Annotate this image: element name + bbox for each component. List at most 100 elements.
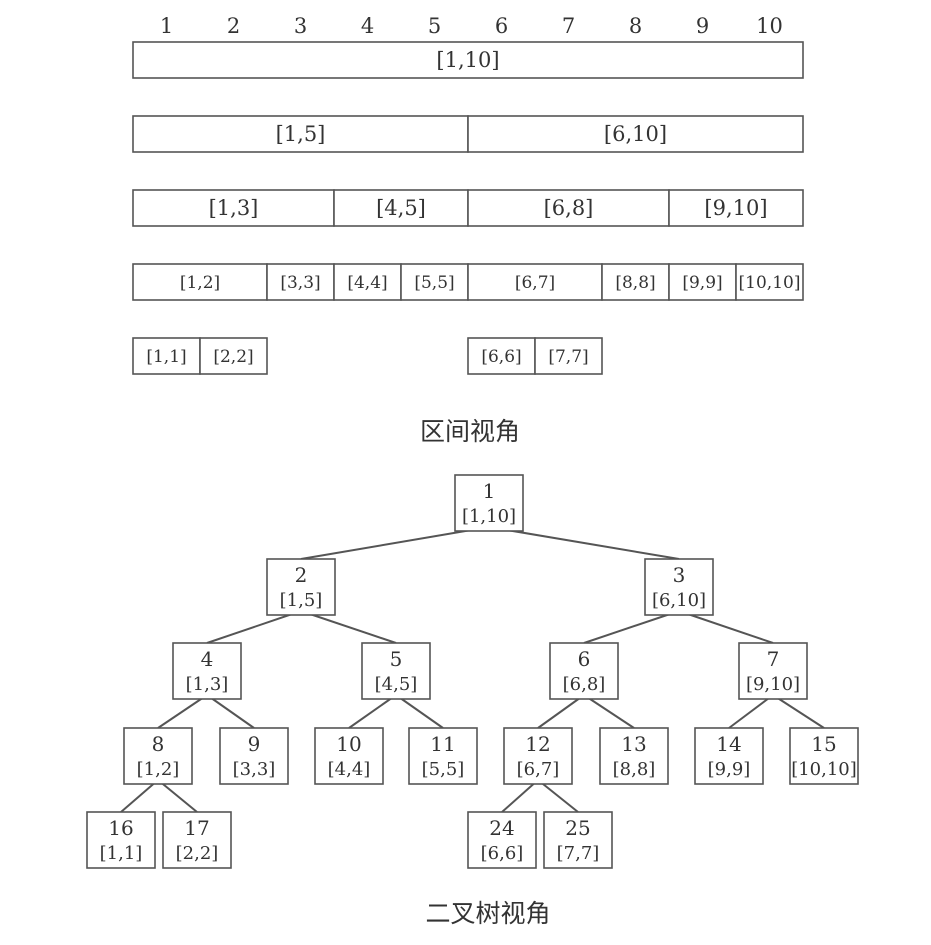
tree-node-box	[467, 811, 537, 869]
tree-node-box	[694, 727, 764, 785]
tree-node: 5 [4,5]	[361, 642, 431, 700]
tree-node: 8[1,2]	[123, 727, 193, 785]
tree-node: 15 [10,10]	[789, 727, 859, 785]
tree-node-id: 13	[621, 732, 646, 756]
tree-node-range: [2,2]	[176, 843, 219, 864]
interval-row: [1,10]	[132, 41, 804, 79]
tree-node: 13 [8,8]	[599, 727, 669, 785]
tree-node-box	[599, 727, 669, 785]
tree-node: 17[2,2]	[162, 811, 232, 869]
tree-node: 1 [1,10]	[454, 474, 524, 532]
tree-edge	[772, 694, 825, 729]
tree-node: 7 [9,10]	[738, 642, 808, 700]
tree-node-id: 16	[108, 816, 133, 840]
tree-node-id: 1	[483, 479, 496, 503]
interval-segment-label: [7,7]	[548, 347, 588, 367]
tree-node-range: [7,7]	[557, 843, 600, 864]
tree-node-box	[644, 558, 714, 616]
tree-edge	[206, 694, 255, 729]
interval-segment-label: [6,7]	[515, 273, 555, 293]
tree-node-range: [4,5]	[375, 674, 418, 695]
tree-node-box	[503, 727, 573, 785]
tree-node-id: 5	[390, 647, 403, 671]
interval-segment	[333, 189, 469, 227]
tree-edge	[348, 694, 397, 729]
interval-segment	[534, 337, 603, 375]
tree-node-id: 10	[336, 732, 361, 756]
tree-node-id: 15	[811, 732, 836, 756]
interval-segment-label: [4,5]	[376, 196, 426, 220]
tree-node-range: [6,6]	[481, 843, 524, 864]
tree-edge	[537, 779, 579, 813]
interval-segment	[467, 115, 804, 153]
tree-node: 25 [7,7]	[543, 811, 613, 869]
interval-segment	[333, 263, 402, 301]
axis-label: 7	[562, 14, 575, 38]
tree-node-box	[162, 811, 232, 869]
interval-segment-label: [6,10]	[604, 122, 667, 146]
interval-segment-label: [9,9]	[682, 273, 722, 293]
tree-node-box	[86, 811, 156, 869]
interval-segment-label: [1,5]	[276, 122, 326, 146]
interval-segment-label: [3,3]	[280, 273, 320, 293]
tree-node-box	[543, 811, 613, 869]
interval-segment	[467, 189, 670, 227]
tree-edge	[157, 694, 208, 729]
axis-label: 8	[629, 14, 642, 38]
interval-segment	[668, 263, 737, 301]
tree-node-range: [6,7]	[517, 759, 560, 780]
axis-label: 10	[756, 14, 783, 38]
tree-node-id: 7	[767, 647, 780, 671]
tree-view-caption: 二叉树视角	[425, 899, 550, 928]
tree-node-box	[172, 642, 242, 700]
interval-row: [1,3][4,5][6,8][9,10]	[132, 189, 804, 227]
tree-nodes: 1 [1,10] 2 [1,5] 3[6,10] 4[1,3] 5 [4,5] 6 [6,8] 7 […	[86, 474, 859, 869]
tree-node-range: [9,10]	[746, 674, 800, 695]
tree-node-range: [1,10]	[462, 506, 516, 527]
tree-edge	[300, 610, 397, 644]
axis-label: 6	[495, 14, 508, 38]
tree-node: 6 [6,8]	[549, 642, 619, 700]
tree-node-range: [6,10]	[652, 590, 706, 611]
interval-row: [1,2][3,3][4,4][5,5][6,7][8,8][9,9][10,1…	[132, 263, 804, 301]
interval-segment	[199, 337, 268, 375]
interval-segment	[132, 41, 804, 79]
tree-node-range: [1,1]	[100, 843, 143, 864]
interval-segment	[132, 337, 201, 375]
interval-segment	[601, 263, 670, 301]
tree-node: 2 [1,5]	[266, 558, 336, 616]
tree-node-box	[738, 642, 808, 700]
axis-label: 4	[361, 14, 374, 38]
interval-segment-label: [6,6]	[481, 347, 521, 367]
tree-node: 4[1,3]	[172, 642, 242, 700]
tree-edge	[537, 694, 585, 729]
tree-node-box	[408, 727, 478, 785]
tree-node-range: [1,5]	[280, 590, 323, 611]
interval-segment-label: [2,2]	[213, 347, 253, 367]
interval-segment	[668, 189, 804, 227]
tree-node-id: 6	[578, 647, 591, 671]
tree-node: 24[6,6]	[467, 811, 537, 869]
tree-edge	[300, 526, 490, 560]
interval-segment	[735, 263, 804, 301]
interval-segment-label: [9,10]	[704, 196, 767, 220]
tree-node: 16 [1,1]	[86, 811, 156, 869]
tree-node-id: 12	[525, 732, 550, 756]
tree-edge	[157, 779, 198, 813]
tree-node-box	[361, 642, 431, 700]
tree-node-range: [5,5]	[422, 759, 465, 780]
tree-node-id: 25	[565, 816, 590, 840]
tree-edge	[395, 694, 444, 729]
tree-node: 3[6,10]	[644, 558, 714, 616]
interval-rows: [1,10] [1,5] [6,10] [1,3][4,5][6,8][9,10] [1…	[132, 41, 804, 375]
tree-node-box	[789, 727, 859, 785]
tree-node-id: 2	[295, 563, 308, 587]
tree-node-range: [6,8]	[563, 674, 606, 695]
tree-node-box	[219, 727, 289, 785]
tree-node-id: 9	[248, 732, 261, 756]
tree-node-range: [10,10]	[791, 759, 857, 780]
tree-node-range: [8,8]	[613, 759, 656, 780]
interval-segment-label: [10,10]	[739, 273, 801, 293]
